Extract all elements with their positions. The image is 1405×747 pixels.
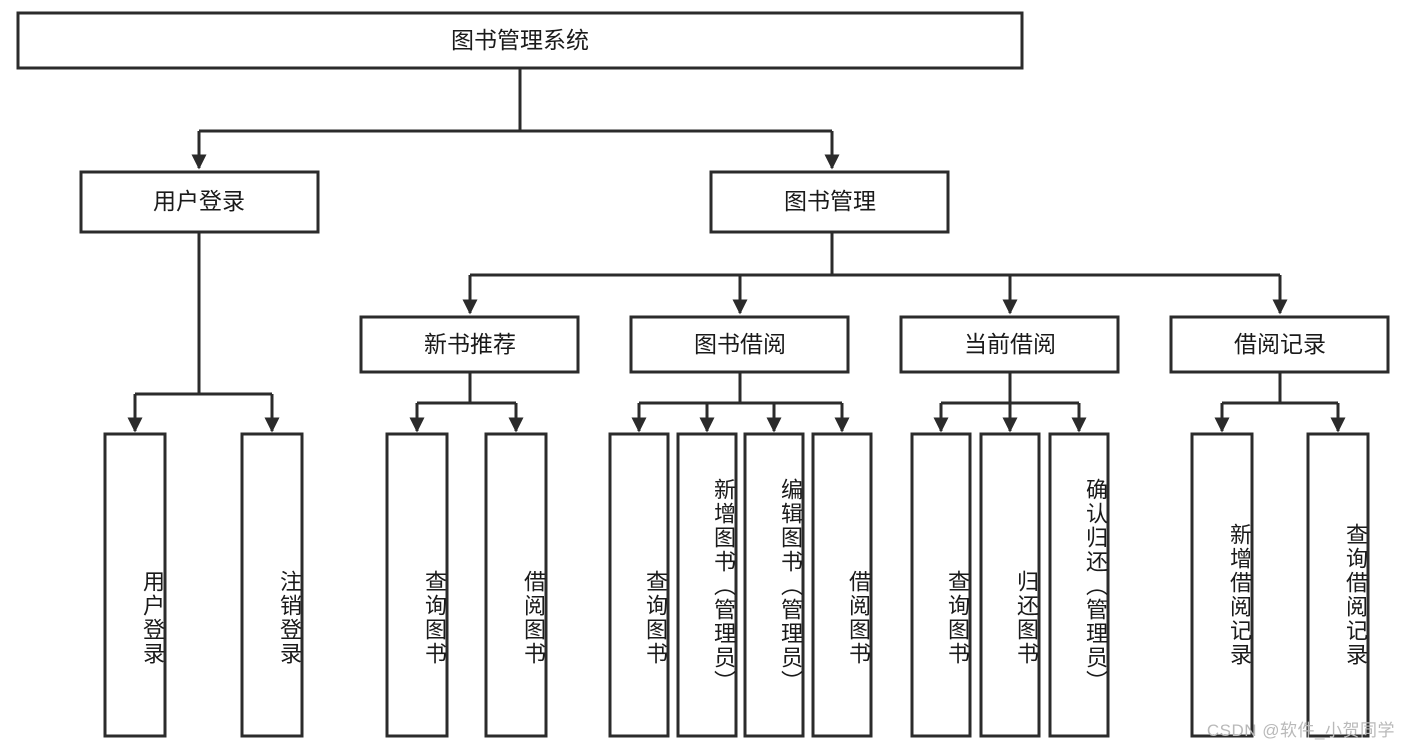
leaf-box-current-borrow-3[interactable] <box>1048 432 1110 738</box>
connector-newbook-to-leaves <box>409 372 524 433</box>
leaf-box-current-borrow-1[interactable] <box>910 432 972 738</box>
leaf-box-current-borrow-2[interactable] <box>979 432 1041 738</box>
leaf-box-book-borrow-4[interactable] <box>811 432 873 738</box>
node-current-borrow-label: 当前借阅 <box>964 331 1056 357</box>
node-book-borrow-label: 图书借阅 <box>694 331 786 357</box>
leaf-box-user-login-2[interactable] <box>240 432 304 738</box>
node-new-book-recommend-label: 新书推荐 <box>424 331 516 357</box>
connector-record-to-leaves <box>1214 372 1346 433</box>
leaf-box-borrow-record-1[interactable] <box>1190 432 1254 738</box>
connector-borrow-to-leaves <box>631 372 850 433</box>
node-book-management-label: 图书管理 <box>784 188 876 214</box>
node-borrow-record[interactable]: 借阅记录 <box>1169 315 1390 374</box>
leaf-box-borrow-record-2[interactable] <box>1306 432 1370 738</box>
node-borrow-record-label: 借阅记录 <box>1234 331 1326 357</box>
node-user-login[interactable]: 用户登录 <box>79 170 320 234</box>
leaf-box-new-book-1[interactable] <box>385 432 449 738</box>
node-new-book-recommend[interactable]: 新书推荐 <box>359 315 580 374</box>
leaf-box-user-login-1[interactable] <box>103 432 167 738</box>
leaf-box-new-book-2[interactable] <box>484 432 548 738</box>
connector-userlogin-to-leaves <box>127 232 280 433</box>
node-root[interactable]: 图书管理系统 <box>16 11 1024 70</box>
connector-current-to-leaves <box>933 372 1087 433</box>
connector-bookmgmt-to-level3 <box>462 232 1288 315</box>
node-root-label: 图书管理系统 <box>451 27 589 53</box>
leaf-box-book-borrow-3[interactable] <box>743 432 805 738</box>
node-book-borrow[interactable]: 图书借阅 <box>629 315 850 374</box>
connector-root-to-level2 <box>191 68 840 170</box>
node-user-login-label: 用户登录 <box>153 188 245 214</box>
leaf-box-book-borrow-2[interactable] <box>676 432 738 738</box>
watermark-text: CSDN @软件_小贺同学 <box>1206 721 1395 740</box>
node-book-management[interactable]: 图书管理 <box>709 170 950 234</box>
node-current-borrow[interactable]: 当前借阅 <box>899 315 1120 374</box>
leaf-box-book-borrow-1[interactable] <box>608 432 670 738</box>
